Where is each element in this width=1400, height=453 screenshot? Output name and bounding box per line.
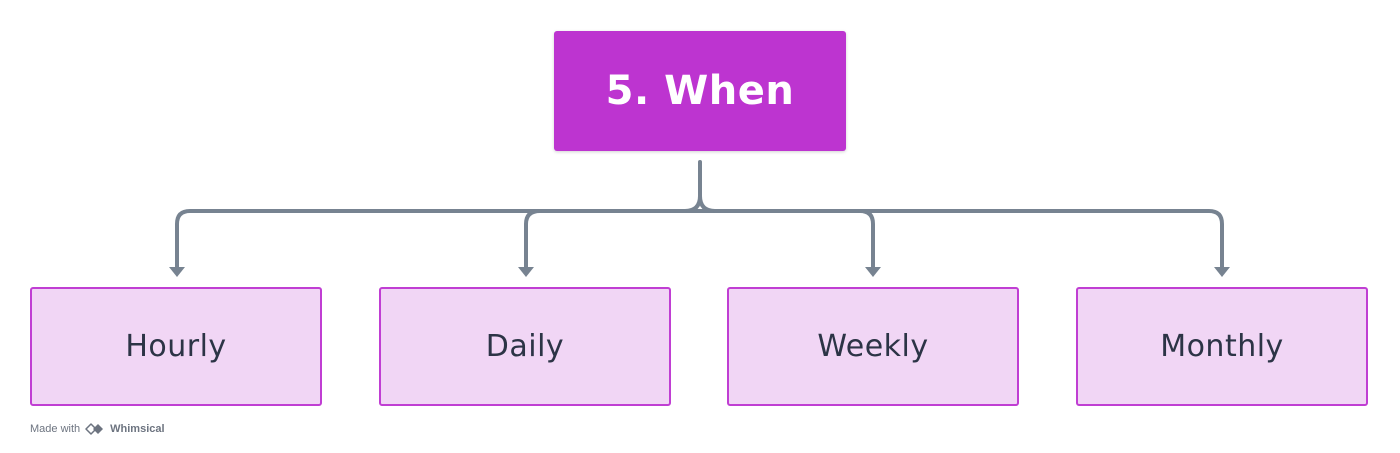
connector-to-hourly bbox=[175, 209, 687, 270]
made-with-text: Made with bbox=[30, 423, 81, 435]
whimsical-brand-text: Whimsical bbox=[110, 423, 165, 435]
connector-to-daily bbox=[524, 209, 542, 270]
child-node-hourly[interactable]: Hourly bbox=[30, 287, 322, 406]
child-node-weekly[interactable]: Weekly bbox=[727, 287, 1019, 406]
arrowhead-hourly bbox=[169, 267, 185, 277]
root-node-label: 5. When bbox=[605, 68, 795, 114]
connector-stem bbox=[683, 160, 717, 213]
child-node-daily[interactable]: Daily bbox=[379, 287, 671, 406]
connector-to-weekly bbox=[713, 209, 875, 270]
connector-to-monthly bbox=[858, 209, 1224, 270]
child-node-label: Weekly bbox=[817, 329, 929, 364]
arrowhead-weekly bbox=[865, 267, 881, 277]
child-node-label: Hourly bbox=[125, 329, 227, 364]
child-node-label: Monthly bbox=[1160, 329, 1284, 364]
child-node-monthly[interactable]: Monthly bbox=[1076, 287, 1368, 406]
made-with-whimsical-badge[interactable]: Made with Whimsical bbox=[30, 422, 165, 436]
arrowhead-monthly bbox=[1214, 267, 1230, 277]
root-node[interactable]: 5. When bbox=[554, 31, 846, 151]
whimsical-logo-icon bbox=[85, 422, 105, 436]
arrowhead-daily bbox=[518, 267, 534, 277]
child-node-label: Daily bbox=[485, 329, 565, 364]
